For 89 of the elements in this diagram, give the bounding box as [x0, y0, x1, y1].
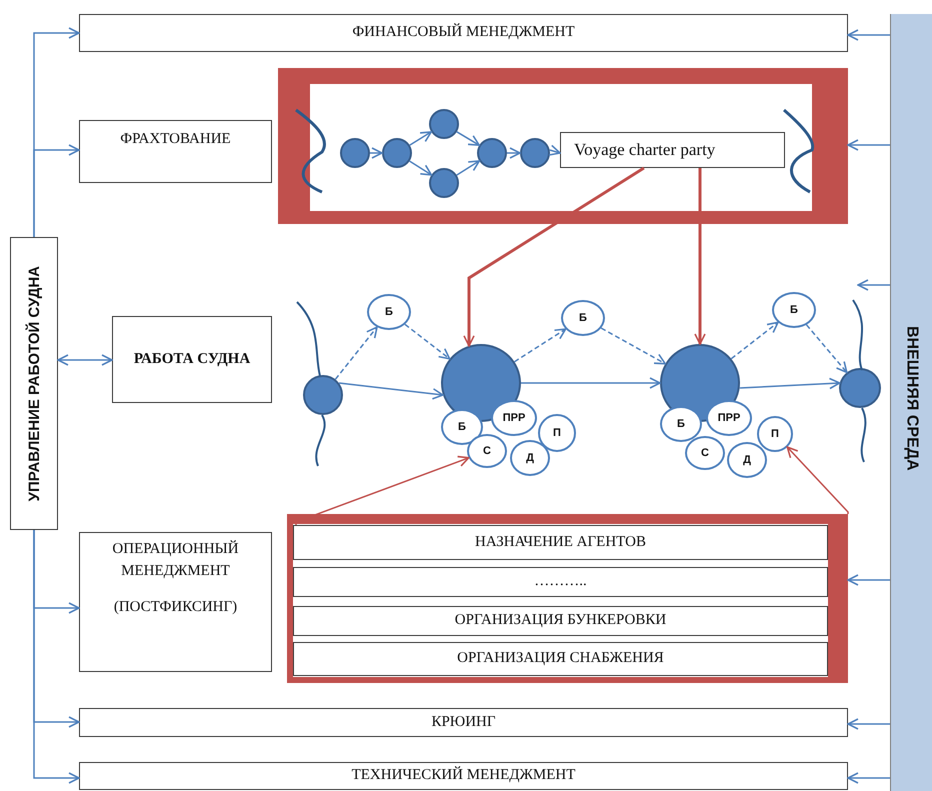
arrow — [847, 139, 890, 151]
arrow — [847, 718, 890, 730]
letter-label: Б — [790, 304, 798, 316]
letter-circle — [727, 442, 767, 478]
letter-label: П — [553, 427, 561, 439]
letter-label: Б — [458, 421, 466, 433]
arrow — [295, 456, 470, 525]
arrow — [730, 322, 779, 360]
frame — [278, 68, 848, 224]
label-box — [79, 120, 272, 183]
letter-circle — [467, 434, 507, 468]
label-text: ФИНАНСОВЫЙ МЕНЕДЖМЕНТ — [352, 22, 575, 42]
arrow — [740, 378, 840, 390]
node-circle — [839, 368, 881, 408]
arrow — [334, 326, 378, 380]
node-circle — [429, 168, 459, 198]
arrow — [456, 131, 480, 146]
arrow — [514, 328, 566, 362]
label-text: ФРАХТОВАНИЕ — [120, 130, 231, 149]
frame — [287, 514, 848, 683]
arrow — [409, 131, 432, 146]
task-box — [293, 642, 828, 676]
side-panel — [890, 14, 932, 791]
vertical-label-box — [10, 237, 58, 530]
arrow — [507, 147, 521, 159]
letter-circle — [367, 294, 411, 330]
label-text: ТЕХНИЧЕСКИЙ МЕНЕДЖМЕНТ — [352, 765, 576, 786]
letter-label: Д — [526, 452, 534, 464]
label-text: ОПЕРАЦИОННЫЙ МЕНЕДЖМЕНТ — [111, 539, 240, 581]
node-circle — [477, 138, 507, 168]
letter-label: П — [771, 428, 779, 440]
letter-circle — [561, 300, 605, 336]
letter-circle — [660, 406, 702, 442]
arrow — [404, 324, 450, 360]
letter-label: Б — [677, 418, 685, 430]
label-text: УПРАВЛЕНИЕ РАБОТОЙ СУДНА — [26, 266, 42, 502]
label-text: (ПОСТФИКСИНГ) — [114, 598, 238, 616]
arrow — [600, 327, 666, 364]
letter-label: ПРР — [502, 412, 526, 424]
arrow — [521, 377, 661, 389]
label-text: ОРГАНИЗАЦИЯ СНАБЖЕНИЯ — [457, 649, 664, 668]
node-circle — [382, 138, 412, 168]
letter-circle — [510, 440, 550, 476]
arrow — [409, 160, 432, 176]
letter-label: Б — [385, 306, 393, 318]
task-box — [293, 567, 828, 597]
letter-label: Д — [743, 454, 751, 466]
arrow — [370, 147, 383, 159]
letter-label: С — [701, 447, 709, 459]
arrow — [548, 144, 561, 156]
label-text: Voyage charter party — [574, 140, 716, 160]
label-text: НАЗНАЧЕНИЕ АГЕНТОВ — [475, 532, 646, 552]
task-box — [293, 525, 828, 560]
node-circle — [429, 109, 459, 139]
arrow — [857, 279, 890, 291]
node-circle — [340, 138, 370, 168]
label-box — [79, 532, 272, 672]
letter-circle — [772, 292, 816, 328]
arrow — [57, 354, 113, 366]
arrow — [338, 382, 444, 400]
arrow — [786, 446, 849, 514]
document-box — [560, 132, 785, 168]
arrow — [456, 160, 480, 176]
letter-circle — [685, 436, 725, 470]
letter-label: Б — [579, 312, 587, 324]
label-text: ……….. — [534, 572, 587, 592]
arrow — [463, 166, 645, 347]
arrow — [847, 772, 890, 784]
label-box — [112, 316, 272, 403]
task-box — [293, 606, 828, 636]
node-circle — [520, 138, 550, 168]
arrow — [847, 574, 890, 586]
label-text: РАБОТА СУДНА — [134, 350, 250, 369]
letter-circle — [757, 416, 793, 452]
arrow — [806, 324, 848, 374]
letter-label: ПРР — [718, 412, 740, 424]
letter-circle — [538, 414, 576, 452]
label-text: КРЮИНГ — [431, 712, 496, 732]
label-box — [79, 708, 848, 737]
label-box — [79, 14, 848, 52]
arrow — [847, 29, 890, 41]
arrow — [33, 530, 80, 784]
node-circle — [303, 375, 343, 415]
letter-label: С — [483, 445, 491, 457]
label-text: ВНЕШНЯЯ СРЕДА — [902, 326, 920, 471]
arrow — [694, 168, 706, 345]
label-text: ОРГАНИЗАЦИЯ БУНКЕРОВКИ — [454, 611, 666, 630]
arrow — [33, 144, 80, 237]
label-box — [79, 762, 848, 790]
